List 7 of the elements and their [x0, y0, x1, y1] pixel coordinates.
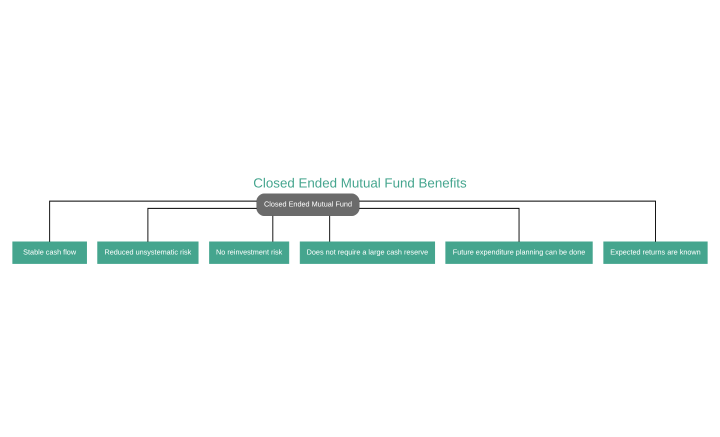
- diagram-title: Closed Ended Mutual Fund Benefits: [253, 175, 467, 190]
- connector: [147, 207, 258, 242]
- connector: [358, 207, 520, 242]
- connector: [358, 200, 656, 242]
- connector: [272, 214, 274, 242]
- connector: [329, 214, 330, 242]
- connector: [49, 200, 258, 242]
